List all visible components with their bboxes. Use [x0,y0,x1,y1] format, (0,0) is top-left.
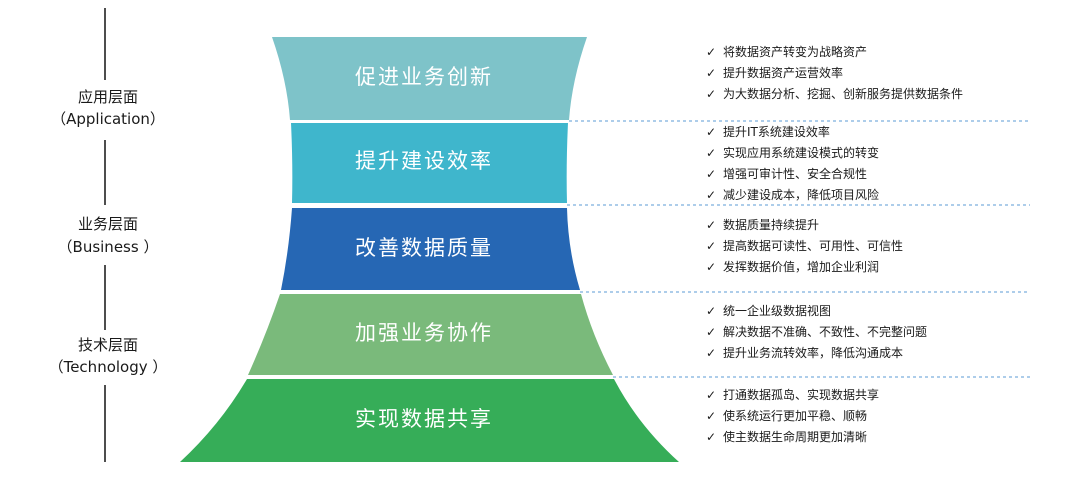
funnel-segment-efficiency [291,123,568,203]
bullet-item: 提升IT系统建设效率 [723,124,830,139]
bullets-innovation: ✓ 将数据资产转变为战略资产 ✓ 提升数据资产运营效率 ✓ 为大数据分析、挖掘、… [706,44,963,101]
check-icon: ✓ [706,346,716,360]
check-icon: ✓ [706,260,716,274]
bullet-item: 打通数据孤岛、实现数据共享 [723,387,879,402]
segment-title-efficiency: 提升建设效率 [355,149,493,173]
check-icon: ✓ [706,239,716,253]
funnel-segment-sharing [180,379,679,462]
layer-application-english: （Application） [51,110,165,128]
check-icon: ✓ [706,409,716,423]
bullets-quality: ✓ 数据质量持续提升 ✓ 提高数据可读性、可用性、可信性 ✓ 发挥数据价值，增加… [706,217,903,274]
layer-application-name: 应用层面 [78,88,138,106]
layer-technology: 技术层面 （Technology ） [49,336,168,376]
check-icon: ✓ [706,45,716,59]
layer-technology-english: （Technology ） [49,358,168,376]
funnel-segment-collaboration [248,294,613,375]
bullet-item: 提升业务流转效率，降低沟通成本 [723,345,903,360]
bullet-item: 数据质量持续提升 [723,217,819,232]
segment-title-collaboration: 加强业务协作 [355,321,493,345]
check-icon: ✓ [706,146,716,160]
check-icon: ✓ [706,218,716,232]
check-icon: ✓ [706,188,716,202]
check-icon: ✓ [706,167,716,181]
bullet-item: 使主数据生命周期更加清晰 [723,429,867,444]
bullet-item: 减少建设成本，降低项目风险 [723,187,879,202]
check-icon: ✓ [706,87,716,101]
bullet-item: 发挥数据价值，增加企业利润 [723,259,879,274]
bullet-item: 增强可审计性、安全合规性 [723,166,867,181]
bullet-item: 使系统运行更加平稳、顺畅 [723,408,867,423]
check-icon: ✓ [706,304,716,318]
bullets-collaboration: ✓ 统一企业级数据视图 ✓ 解决数据不准确、不致性、不完整问题 ✓ 提升业务流转… [706,303,927,360]
bullets-efficiency: ✓ 提升IT系统建设效率 ✓ 实现应用系统建设模式的转变 ✓ 增强可审计性、安全… [706,124,879,202]
bullet-item: 提升数据资产运营效率 [723,65,843,80]
layer-business-english: （Business ） [58,238,159,256]
check-icon: ✓ [706,430,716,444]
segment-title-innovation: 促进业务创新 [355,65,493,89]
funnel: 促进业务创新 提升建设效率 改善数据质量 加强业务协作 实现数据共享 [180,37,679,462]
bullet-item: 为大数据分析、挖掘、创新服务提供数据条件 [723,86,963,101]
bullets-sharing: ✓ 打通数据孤岛、实现数据共享 ✓ 使系统运行更加平稳、顺畅 ✓ 使主数据生命周… [706,387,879,444]
bullet-item: 统一企业级数据视图 [723,303,831,318]
bullet-item: 将数据资产转变为战略资产 [723,44,867,59]
bullet-item: 提高数据可读性、可用性、可信性 [723,238,903,253]
check-icon: ✓ [706,66,716,80]
funnel-segment-innovation [272,37,587,120]
check-icon: ✓ [706,388,716,402]
layer-technology-name: 技术层面 [78,336,138,354]
layer-business: 业务层面 （Business ） [58,215,159,256]
segment-title-quality: 改善数据质量 [355,236,493,260]
layer-business-name: 业务层面 [78,215,138,233]
funnel-segment-quality [281,208,580,290]
dividers [567,120,1030,378]
layer-application: 应用层面 （Application） [51,88,165,128]
bullet-item: 实现应用系统建设模式的转变 [723,145,879,160]
check-icon: ✓ [706,325,716,339]
check-icon: ✓ [706,125,716,139]
bullet-item: 解决数据不准确、不致性、不完整问题 [723,324,927,339]
segment-title-sharing: 实现数据共享 [355,407,493,431]
